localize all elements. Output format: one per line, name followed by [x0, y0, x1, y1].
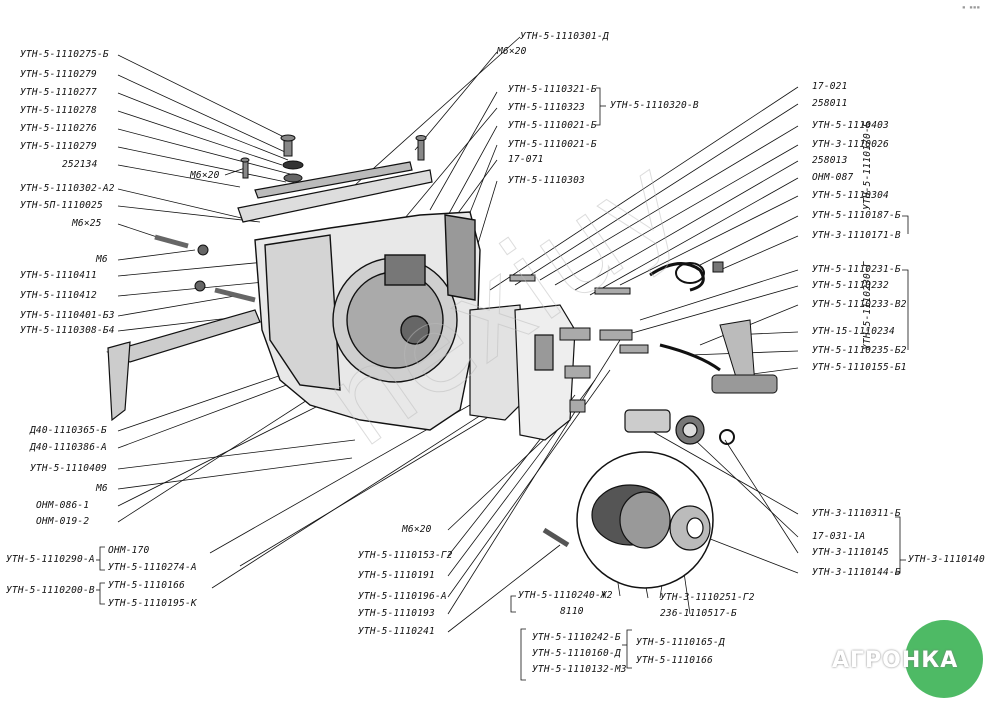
label-part: 17-021 — [812, 81, 848, 92]
label-part: 252134 — [62, 159, 98, 170]
label-part: УТН-5-1110196-А — [358, 591, 447, 602]
label-part: УТН-3-1110145 — [812, 547, 889, 558]
label-part: УТН-5-1110303 — [508, 175, 585, 186]
corner-mark: ▪ ▪▪▪ — [962, 4, 981, 11]
brackets — [96, 87, 909, 681]
label-part: ОНМ-019-2 — [36, 516, 90, 527]
label-part: М6 — [96, 254, 108, 265]
label-part: УТН-5-1110132-М3 — [532, 664, 627, 675]
label-part: УТН-5-1110021-Б — [508, 139, 597, 150]
label-part: УТН-5-1110233-В2 — [812, 299, 907, 310]
housing-body — [254, 211, 481, 431]
label-part: УТН-3-1110171-В — [812, 230, 901, 241]
label-part: УТН-5-1110320-В — [610, 100, 699, 111]
label-part: УТН-5-1110021-Б — [508, 120, 597, 131]
label-part: УТН-3-1110144-Б — [812, 567, 901, 578]
label-part: УТН-5-1110411 — [20, 270, 97, 281]
small-parts — [509, 261, 778, 548]
label-part: УТН-5-1110166 — [636, 655, 713, 666]
label-part: УТН-5-1110166 — [108, 580, 185, 591]
label-part: 17-071 — [508, 154, 544, 165]
label-part: УТН-15-1110234 — [812, 326, 895, 337]
label-part: УТН-3-1110311-Б — [812, 508, 901, 519]
label-part: УТН-3-1110140 — [908, 554, 985, 565]
label-part: УТН-5-1110304 — [812, 190, 889, 201]
label-part: УТН-3-1110251-Г2 — [660, 592, 755, 603]
label-part: УТН-5-1110231-Б — [812, 264, 901, 275]
label-part: ОНМ-170 — [108, 545, 150, 556]
label-part-vertical: УТН-5-1110170-Б — [862, 121, 873, 210]
label-part: УТН-5-1110301-Д — [520, 31, 609, 42]
label-part: УТН-5-1110165-Д — [636, 637, 725, 648]
label-part: Д40-1110365-Б — [30, 425, 107, 436]
label-part: УТН-5-1110412 — [20, 290, 97, 301]
label-part: УТН-5-1110403 — [812, 120, 889, 131]
label-part: УТН-5-1110153-Г2 — [358, 550, 453, 561]
label-part: УТН-5-1110278 — [20, 105, 97, 116]
cover-plate — [237, 161, 433, 223]
bolts — [154, 134, 427, 303]
label-part: УТН-5-1110191 — [358, 570, 435, 581]
label-part: 8110 — [560, 606, 584, 617]
label-part: УТН-5-1110302-А2 — [20, 183, 115, 194]
label-part: УТН-5-1110279 — [20, 69, 97, 80]
label-part: УТН-5-1110275-Б — [20, 49, 109, 60]
label-part: УТН-5-1110323 — [508, 102, 585, 113]
label-part: 236-1110517-Б — [660, 608, 737, 619]
label-part: М6×20 — [497, 46, 527, 57]
lever-arm — [106, 309, 261, 422]
label-part: ОНМ-086-1 — [36, 500, 90, 511]
label-part: ОНМ-087 — [812, 172, 854, 183]
label-part: УТН-5-1110235-Б2 — [812, 345, 907, 356]
label-part: УТН-5-1110401-Б3 — [20, 310, 115, 321]
label-part: УТН-5-1110240-Ж2 — [518, 590, 613, 601]
label-part: УТН-5-1110187-Б — [812, 210, 901, 221]
logo-circle — [905, 620, 983, 698]
label-part: УТН-3-1110026 — [812, 139, 889, 150]
label-part: УТН-5-1110155-Б1 — [812, 362, 907, 373]
label-part: УТН-5-1110274-А — [108, 562, 197, 573]
label-part: УТН-5-1110290-А — [6, 554, 95, 565]
label-part: УТН-5-1110276 — [20, 123, 97, 134]
label-part: УТН-5-1110242-Б — [532, 632, 621, 643]
label-part-vertical: УТН-5-1110230-Г — [862, 261, 873, 350]
label-part: УТН-5-1110241 — [358, 626, 435, 637]
clutch-cartridge — [576, 409, 735, 589]
label-part: М6×20 — [190, 170, 220, 181]
label-part: УТН-5-1110279 — [20, 141, 97, 152]
label-part: УТН-5-1110277 — [20, 87, 97, 98]
label-part: 258011 — [812, 98, 848, 109]
label-part: УТН-5-1110308-Б4 — [20, 325, 115, 336]
label-part: М6×25 — [72, 218, 102, 229]
label-part: УТН-5-1110160-Д — [532, 648, 621, 659]
label-part: УТН-5-1110232 — [812, 280, 889, 291]
logo-text: АГРОНКА — [832, 648, 959, 673]
label-part: 258013 — [812, 155, 848, 166]
label-part: 17-031-1А — [812, 531, 866, 542]
label-part: М6×20 — [402, 524, 432, 535]
label-part: УТН-5-1110200-В — [6, 585, 95, 596]
label-part: УТН-5П-1110025 — [20, 200, 103, 211]
label-part: УТН-5-1110409 — [30, 463, 107, 474]
label-part: М6 — [96, 483, 108, 494]
label-part: УТН-5-1110193 — [358, 608, 435, 619]
label-part: УТН-5-1110195-К — [108, 598, 197, 609]
label-part: УТН-5-1110321-Б — [508, 84, 597, 95]
label-part: Д40-1110386-А — [30, 442, 107, 453]
